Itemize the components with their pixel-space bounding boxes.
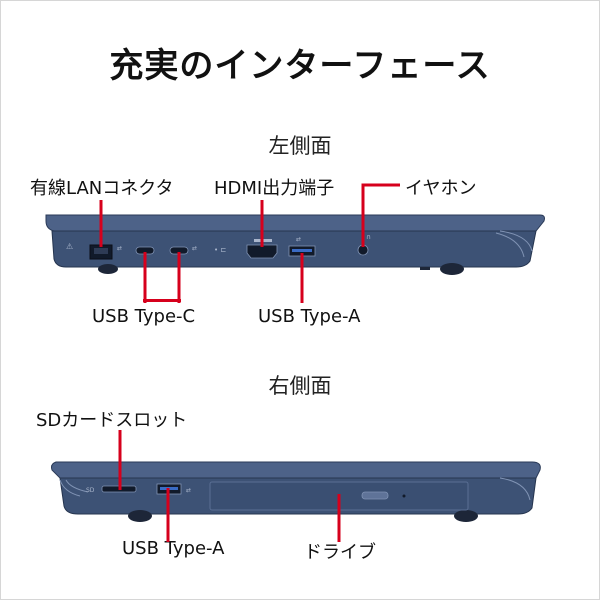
hinge-vents-right <box>59 477 531 501</box>
hinge-vents <box>495 230 533 258</box>
label-earphone-jack: イヤホン <box>405 178 477 199</box>
label-hdmi-port: HDMI出力端子 <box>214 178 335 199</box>
callout-usb-c-join <box>143 299 181 302</box>
hdmi-port <box>246 244 278 259</box>
label-sd-card-slot: SDカードスロット <box>36 410 188 431</box>
label-usb-type-a-left: USB Type-A <box>258 306 361 327</box>
laptop-lid <box>45 214 545 232</box>
usb-a-right-mark-icon: ⇄ <box>186 487 191 494</box>
label-usb-type-c: USB Type-C <box>92 306 196 327</box>
emergency-eject-hole <box>402 494 406 498</box>
usb-a-mark-icon: ⇄ <box>296 236 301 243</box>
usb-c-2-mark-icon: ⇄ <box>192 245 197 252</box>
foot-rear <box>440 263 464 275</box>
left-side-heading: 左側面 <box>268 134 332 158</box>
power-indicator-icon: • ⊏ <box>214 246 226 254</box>
usb-c-mark-icon: ⇄ <box>117 245 122 252</box>
foot-left-right <box>128 510 152 522</box>
callout-earphone <box>361 183 400 247</box>
eject-button <box>361 491 389 500</box>
laptop-lid-right <box>51 461 541 479</box>
label-usb-type-a-right: USB Type-A <box>122 538 225 559</box>
foot-front <box>98 264 118 274</box>
foot-right-right <box>454 510 478 522</box>
right-side-heading: 右側面 <box>268 374 332 398</box>
page-title: 充実のインターフェース <box>109 46 491 86</box>
left-callouts <box>99 183 400 303</box>
label-lan-connector: 有線LANコネクタ <box>30 178 174 199</box>
foot-small <box>420 267 430 270</box>
right-side-view: SD ⇄ <box>51 430 541 542</box>
headphone-mark-icon: ∩ <box>366 233 371 241</box>
lan-port <box>89 244 113 260</box>
left-side-view: ⚠ ⇄ ⇄ • ⊏ ⇄ ∩ <box>45 183 545 303</box>
right-callouts <box>118 430 341 542</box>
label-optical-drive: ドライブ <box>304 542 376 563</box>
lan-mark-icon: ⚠ <box>66 242 73 251</box>
sd-mark-icon: SD <box>86 487 95 494</box>
